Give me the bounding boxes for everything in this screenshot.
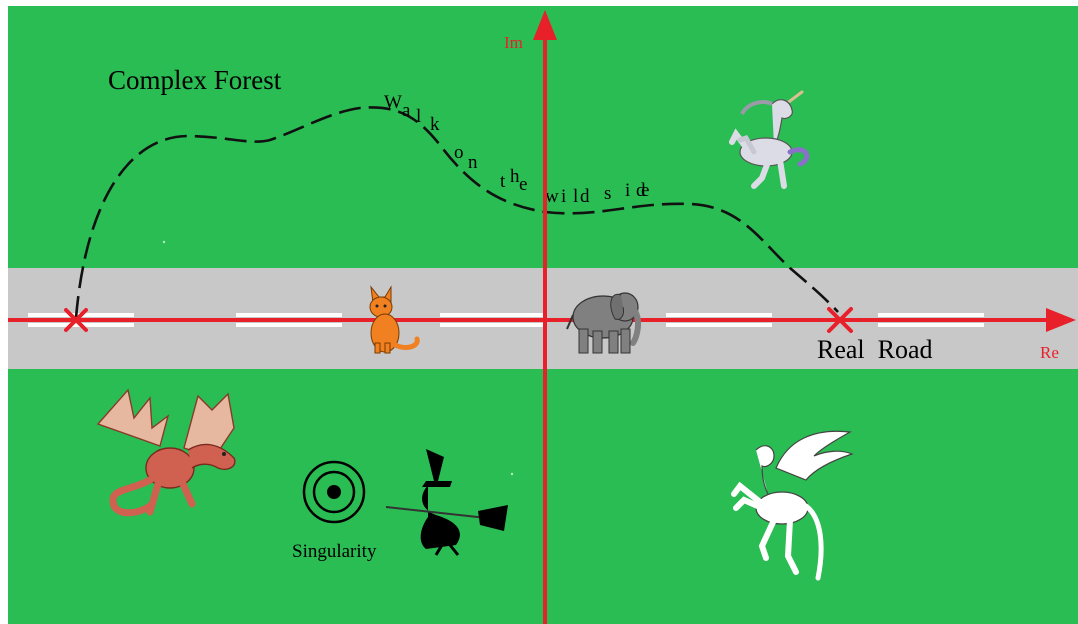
imaginary-axis-label: Im xyxy=(504,33,523,52)
singularity-label: Singularity xyxy=(292,541,377,562)
singularity-target xyxy=(304,462,364,522)
speck xyxy=(163,241,165,243)
real-road-label: Real Road xyxy=(817,335,933,364)
real-axis-label: Re xyxy=(1040,343,1059,362)
forest-title: Complex Forest xyxy=(108,65,282,95)
speck xyxy=(511,473,513,475)
